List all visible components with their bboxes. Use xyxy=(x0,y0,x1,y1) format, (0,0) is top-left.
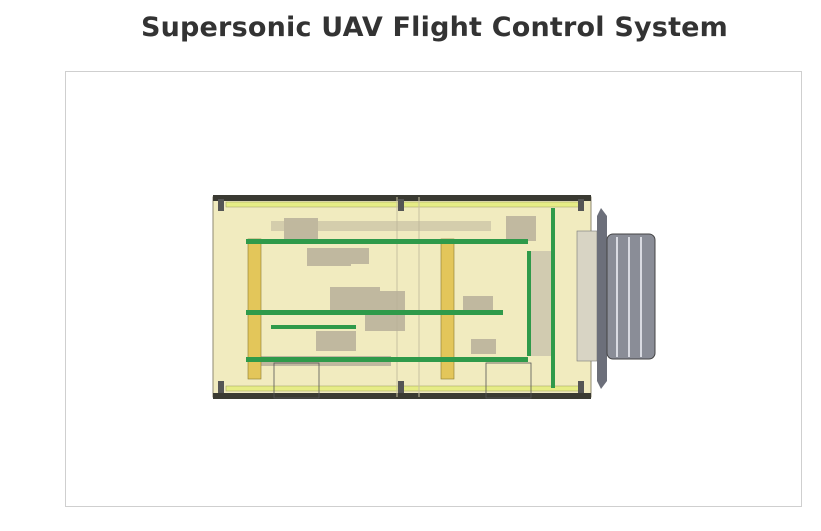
flight-controller-cad-drawing xyxy=(212,195,656,399)
housing-top-edge xyxy=(213,195,591,201)
pcb-boards xyxy=(246,208,555,388)
product-image-frame xyxy=(65,71,802,507)
connector xyxy=(576,208,656,389)
housing-bottom-edge xyxy=(213,393,591,399)
page-title: Supersonic UAV Flight Control System xyxy=(140,12,729,43)
screws xyxy=(218,199,584,393)
